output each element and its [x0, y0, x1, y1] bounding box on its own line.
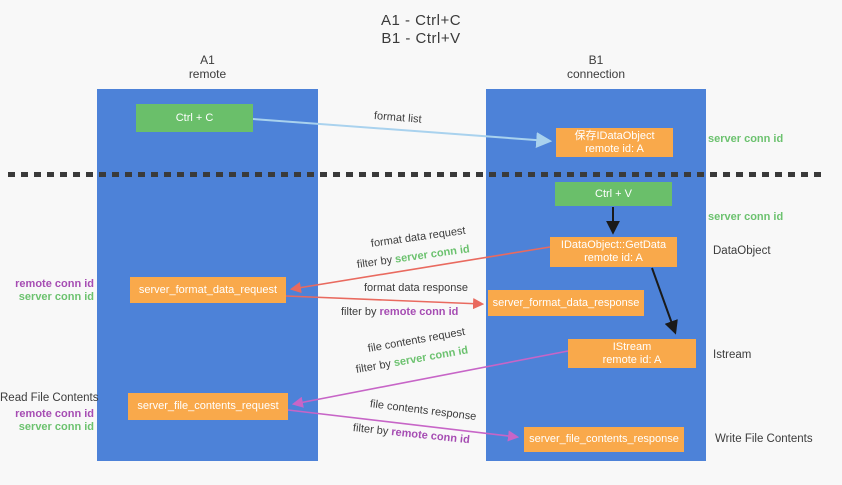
column-a1-id: A1: [200, 53, 215, 67]
node-server-file-contents-response: server_file_contents_response: [524, 427, 684, 452]
node-save-idataobject: 保存IDataObject remote id: A: [556, 128, 673, 157]
left-label-remote-conn-id-1: remote conn id: [15, 278, 94, 290]
right-label-dataobject: DataObject: [713, 245, 771, 257]
arrow-file-contents-response: [287, 409, 520, 442]
node-idataobject-getdata-line2: remote id: A: [584, 252, 643, 264]
node-server-file-contents-request: server_file_contents_request: [128, 393, 288, 420]
node-idataobject-getdata-line1: IDataObject::GetData: [560, 239, 667, 251]
left-label-group-file: remote conn id server conn id: [0, 408, 94, 434]
remote-conn-id-key: remote conn id: [379, 306, 459, 318]
node-save-idataobject-line1: 保存IDataObject: [574, 129, 655, 142]
node-istream-line2: remote id: A: [602, 353, 662, 366]
right-label-server-conn-id-top: server conn id: [708, 133, 784, 145]
right-label-write-file-contents: Write File Contents: [715, 433, 813, 445]
arrow-getdata-to-istream: [651, 267, 678, 335]
left-label-group-format: remote conn id server conn id: [0, 278, 94, 304]
node-ctrl-v-label: Ctrl + V: [595, 187, 632, 200]
left-label-remote-conn-id-2: remote conn id: [15, 408, 94, 420]
filter-by-text: filter by: [341, 306, 380, 318]
column-header-a1: A1 remote: [97, 53, 318, 81]
left-label-server-conn-id-1: server conn id: [18, 291, 94, 303]
node-istream-line1: IStream: [612, 340, 652, 353]
column-a1-role: remote: [188, 67, 227, 81]
title-line-1: A1 - Ctrl+C: [380, 12, 462, 29]
column-header-b1: B1 connection: [486, 53, 706, 81]
node-server-file-contents-request-label: server_file_contents_request: [137, 400, 279, 412]
title-line-2: B1 - Ctrl+V: [381, 30, 461, 47]
node-server-format-data-request: server_format_data_request: [130, 277, 286, 303]
edge-filter-format-data-response: filter by remote conn id: [341, 306, 458, 318]
node-idataobject-getdata: IDataObject::GetData remote id: A: [550, 237, 677, 267]
node-save-idataobject-line2: remote id: A: [585, 142, 644, 155]
right-label-server-conn-id-mid: server conn id: [708, 211, 784, 223]
column-b1-id: B1: [588, 53, 604, 67]
node-ctrl-v: Ctrl + V: [555, 182, 672, 206]
node-ctrl-c: Ctrl + C: [136, 104, 253, 132]
node-istream: IStream remote id: A: [568, 339, 696, 368]
node-server-file-contents-response-label: server_file_contents_response: [529, 433, 679, 445]
node-server-format-data-response-label: server_format_data_response: [492, 296, 640, 309]
node-server-format-data-response: server_format_data_response: [488, 290, 644, 316]
arrow-file-contents-request: [291, 350, 569, 408]
left-label-server-conn-id-2: server conn id: [18, 421, 94, 433]
node-ctrl-c-label: Ctrl + C: [175, 111, 214, 124]
arrow-format-list: [252, 118, 553, 149]
arrow-format-data-response: [285, 295, 485, 310]
diagram-title: A1 - Ctrl+C B1 - Ctrl+V: [0, 12, 842, 48]
left-label-read-file-contents: Read File Contents: [0, 392, 99, 404]
right-label-istream: Istream: [713, 349, 752, 361]
edge-label-format-data-response: format data response: [364, 282, 468, 294]
node-server-format-data-request-label: server_format_data_request: [138, 283, 278, 296]
column-b1-role: connection: [566, 67, 626, 81]
copy-paste-separator-line: [8, 172, 825, 177]
arrow-format-data-request: [289, 246, 551, 294]
